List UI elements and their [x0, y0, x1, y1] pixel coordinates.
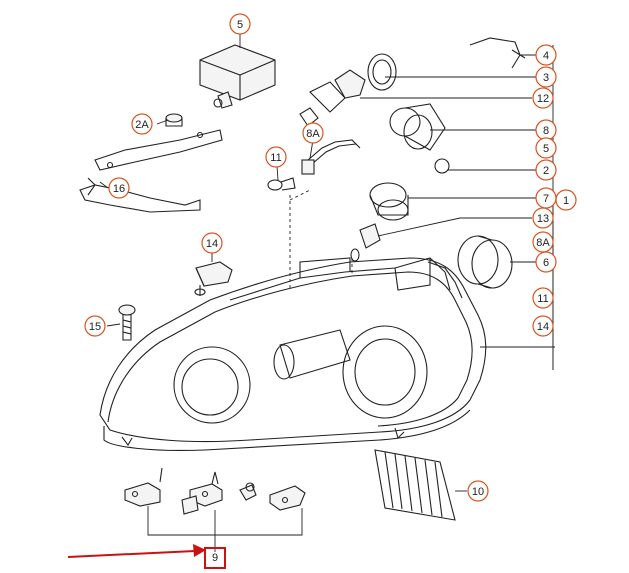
callout-c4: 4 [535, 44, 557, 66]
callout-c8: 8 [535, 119, 557, 141]
cover-plug [165, 113, 183, 127]
callout-ring [555, 189, 577, 211]
callout-c13: 13 [532, 207, 554, 229]
lens-trim-cover [374, 449, 456, 521]
lamp-cover-ring [457, 235, 513, 289]
dust-cap [369, 182, 409, 221]
callout-c2: 2 [535, 159, 557, 181]
callout-c10: 10 [467, 480, 489, 502]
repair-bracket-set [124, 467, 306, 515]
callout-ring [229, 13, 251, 35]
screw [118, 304, 136, 341]
callout-c7: 7 [535, 187, 557, 209]
callout-c5-top: 5 [229, 13, 251, 35]
mounting-bracket [79, 129, 223, 213]
callout-number: 3 [543, 72, 549, 84]
callout-number: 10 [472, 486, 484, 498]
bulb-holder [350, 223, 381, 262]
callout-c14-left: 14 [201, 232, 223, 254]
highlight-box [204, 547, 226, 569]
callout-number: 4 [543, 50, 549, 62]
wiring-connector [301, 139, 361, 175]
spring-clip [469, 37, 526, 69]
callout-number: 13 [537, 213, 549, 225]
callout-c8a-left: 8A [302, 122, 324, 144]
callout-number: 1 [563, 195, 569, 207]
callout-number: 15 [89, 321, 101, 333]
callout-ring [265, 146, 287, 168]
main-bulb [299, 69, 366, 127]
callout-c15: 15 [84, 315, 106, 337]
callout-ring [532, 287, 554, 309]
callout-number: 14 [537, 321, 549, 333]
callout-number: 11 [270, 152, 281, 164]
callout-ring [201, 232, 223, 254]
headlight-housing [99, 257, 487, 451]
callout-ring [302, 122, 324, 144]
callout-c16: 16 [108, 177, 130, 199]
callout-c1: 1 [555, 189, 577, 211]
callout-ring [535, 44, 557, 66]
callout-ring [108, 177, 130, 199]
cover-cap [389, 103, 446, 151]
callout-c6: 6 [535, 251, 557, 273]
callout-c11-left: 11 [265, 146, 287, 168]
callout-ring [532, 315, 554, 337]
callout-number: 5 [237, 19, 243, 31]
socket-with-bulb [194, 261, 233, 296]
callout-number: 9 [212, 552, 218, 564]
callout-ring [535, 66, 557, 88]
callout-number: 14 [206, 238, 218, 250]
callout-number: 7 [543, 193, 549, 205]
callout-c14-right: 14 [532, 315, 554, 337]
callout-number: 6 [543, 257, 549, 269]
callout-number: 11 [537, 293, 548, 305]
callout-ring [535, 159, 557, 181]
callout-number: 5 [543, 143, 549, 155]
callout-ring [535, 251, 557, 273]
callout-c3: 3 [535, 66, 557, 88]
bulb-retaining-ring [367, 53, 397, 91]
callout-c12: 12 [532, 87, 554, 109]
callout-ring [467, 480, 489, 502]
callout-ring [532, 207, 554, 229]
pointer-arrow [67, 544, 206, 558]
callout-ring [532, 87, 554, 109]
callout-c5-right: 5 [535, 137, 557, 159]
guide-lines [289, 189, 353, 290]
callout-number: 8A [536, 237, 550, 249]
callout-number: 2 [543, 165, 549, 177]
callout-labels: 5 2A 16 8A 11 14 15 4 3 12 8 5 2 7 1 13 8A 6 11 14 10 9 [84, 13, 577, 564]
callout-ring [131, 113, 153, 135]
callout-number: 8 [543, 125, 549, 137]
callout-c2a: 2A [131, 113, 153, 135]
small-bulb [434, 158, 450, 174]
callout-c8a-right: 8A [532, 231, 554, 253]
side-marker-bulb [267, 177, 296, 191]
callout-number: 8A [306, 128, 320, 140]
callout-number: 2A [135, 119, 149, 131]
callout-c9: 9 [212, 552, 218, 564]
callout-number: 12 [537, 93, 549, 105]
callout-ring [84, 315, 106, 337]
actuator-motor [199, 44, 276, 109]
callout-c11-right: 11 [532, 287, 554, 309]
callout-ring [535, 137, 557, 159]
callout-number: 16 [113, 183, 125, 195]
